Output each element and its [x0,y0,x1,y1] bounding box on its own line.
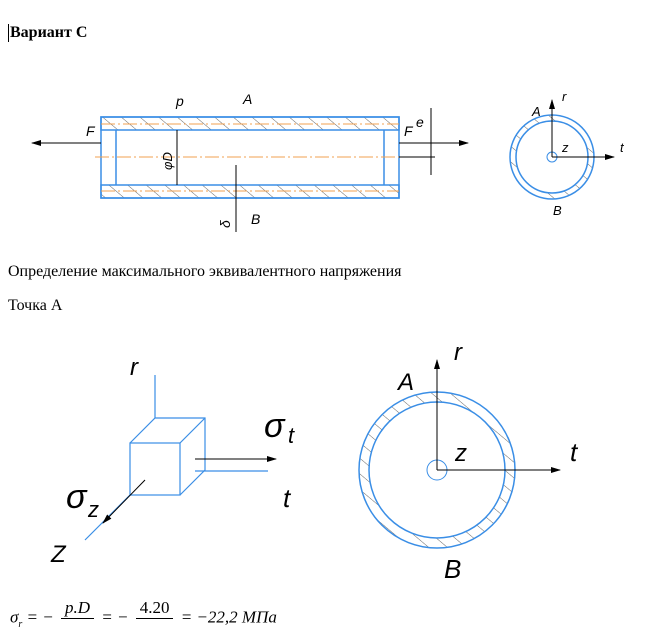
label-z: z [561,140,569,155]
formula-numerator-2: 4.20 [135,598,174,619]
label-t: t [283,483,292,513]
formula-numerator-1: p.D [61,598,95,619]
label-a: A [242,91,252,107]
label-diameter: φD [160,152,175,170]
tube-drawing [31,108,469,232]
label-r: r [454,339,463,366]
section-title: Определение максимального эквивалентного… [8,263,402,280]
small-section-drawing [509,99,615,200]
label-r: r [562,89,567,104]
stress-element-drawing [84,375,268,541]
formula-fraction-2: 4.20 [135,598,174,639]
label-f-right: F [404,123,414,139]
label-b: B [251,211,260,227]
formula-fraction-1: p.D [61,598,95,639]
label-t: t [620,140,625,155]
label-sigma-t-sub: t [288,423,295,448]
label-t: t [570,437,579,467]
formula-lhs: σ [10,607,19,627]
formula-result: = −22,2 МПа [180,607,277,627]
formula-lhs-sub: r [18,618,23,630]
label-z: Z [50,541,67,568]
label-sigma-z-sub: z [87,497,99,522]
point-label: Точка А [8,297,63,314]
label-p: p [175,93,184,109]
large-section-drawing [358,359,561,549]
stress-formula: σr = − p.D = − 4.20 = −22,2 МПа [10,598,277,639]
heading: Вариант С [8,24,88,42]
label-e: e [416,114,424,130]
label-sigma-z: σ [66,478,88,516]
label-r: r [130,354,139,381]
formula-eq1: = − [26,607,54,627]
label-delta: δ [217,220,233,228]
label-f-left: F [86,123,96,139]
label-a: A [531,104,541,119]
label-b: B [553,203,562,218]
formula-eq2: = − [101,607,129,627]
label-z: z [454,440,467,467]
label-sigma-t: σ [264,407,286,445]
label-a: A [396,369,414,396]
label-b: B [444,554,461,584]
